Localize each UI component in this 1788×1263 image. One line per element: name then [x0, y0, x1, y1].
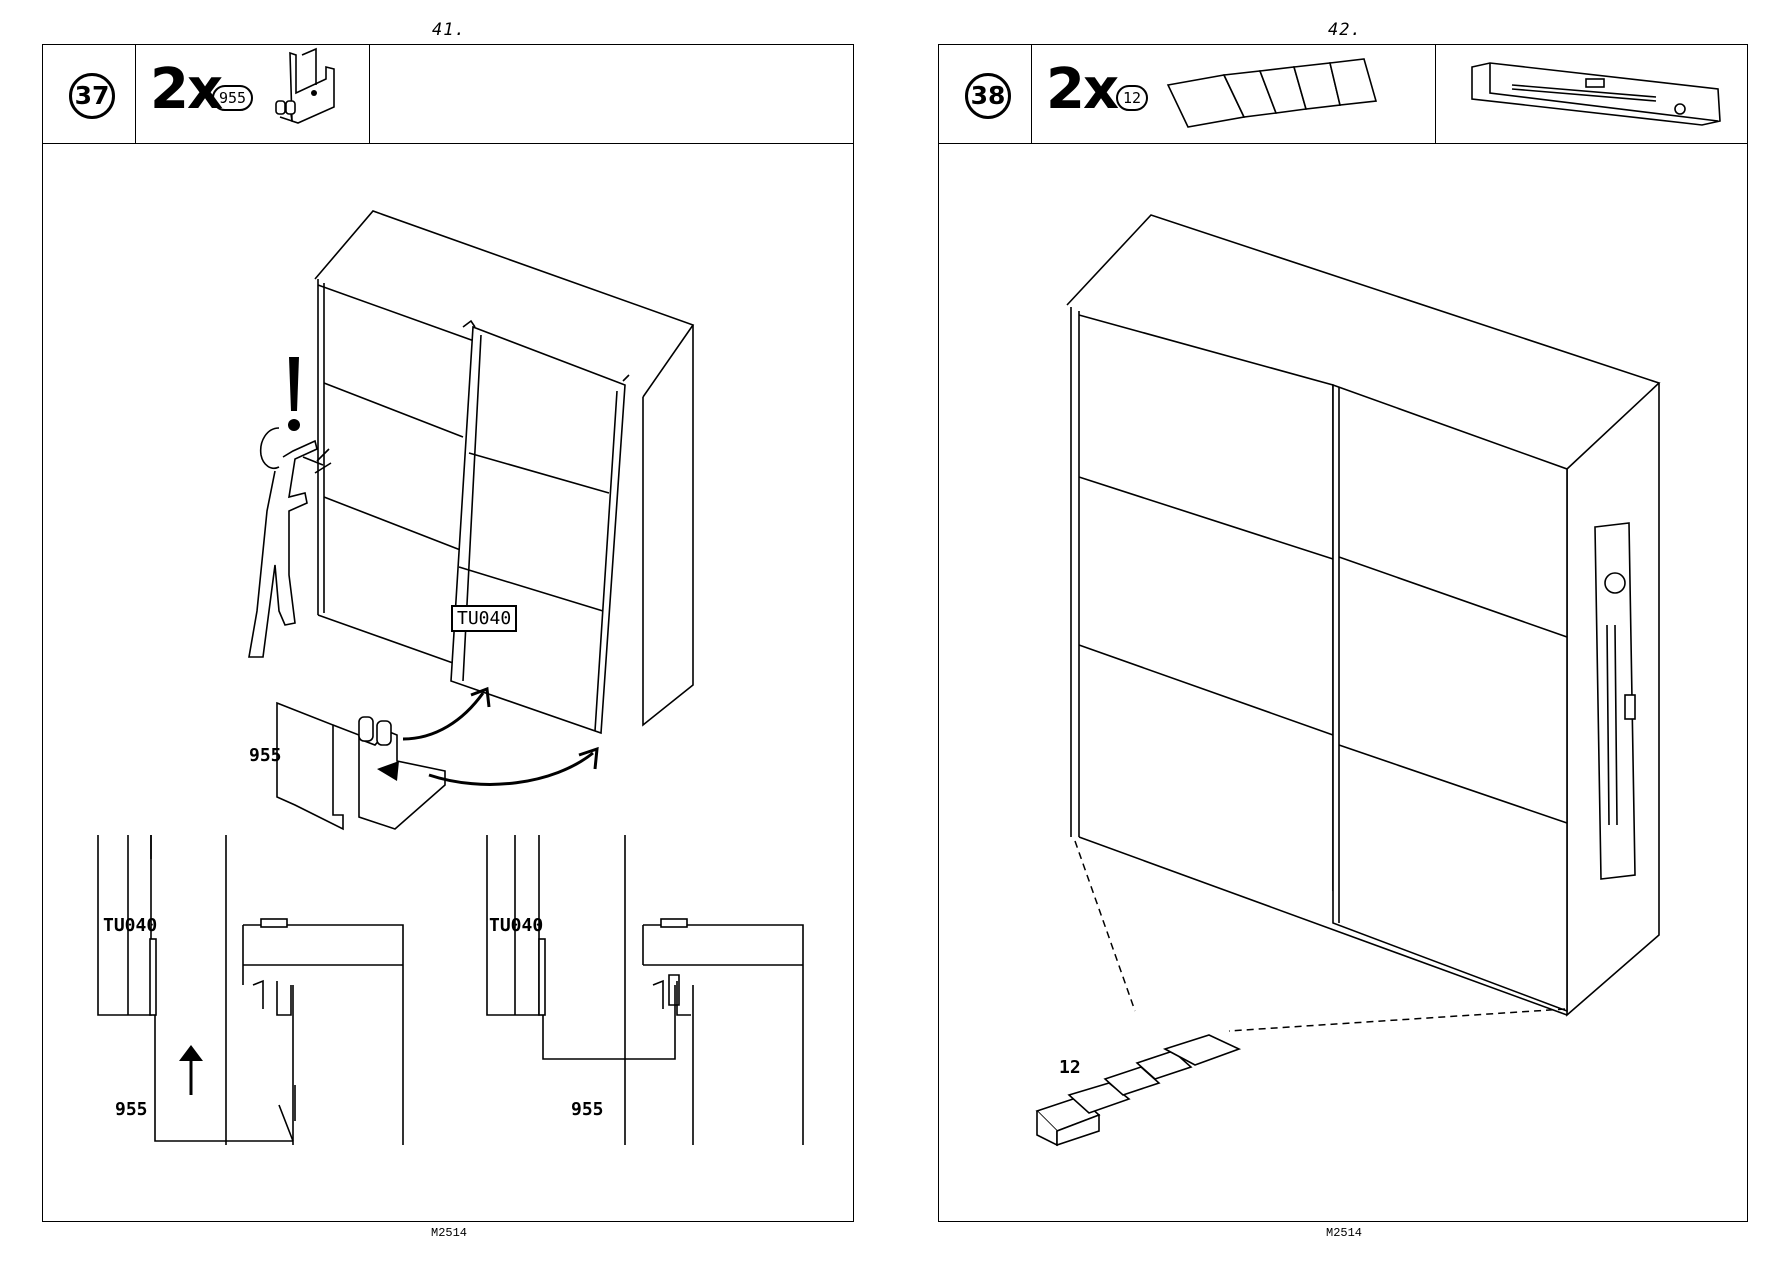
assembly-illustration-step-38	[1035, 214, 1661, 1147]
step-number-cell: 38	[939, 45, 1032, 143]
part-label-955: 955	[249, 745, 282, 766]
instruction-page-right: 38 2x 12	[938, 44, 1748, 1222]
part-number-badge: 955	[212, 85, 254, 111]
part-quantity: 2x	[150, 57, 223, 122]
step-number: 37	[69, 73, 115, 119]
assembly-illustration-step-37	[97, 210, 804, 1145]
part-quantity: 2x	[1046, 57, 1119, 122]
spirit-level-icon	[1471, 62, 1721, 126]
part-number-badge: 12	[1116, 85, 1149, 111]
page-number-left: 41.	[432, 20, 466, 40]
instruction-page-left: 37 2x 955	[42, 44, 854, 1222]
step-header: 38 2x 12	[939, 45, 1747, 144]
part-label-12: 12	[1059, 1057, 1081, 1078]
bracket-part-icon	[275, 47, 335, 124]
detail-left-tag: TU040	[103, 915, 158, 936]
tools-cell	[1436, 45, 1749, 143]
detail-left-part: 955	[115, 1099, 148, 1120]
footer-code-right: M2514	[1326, 1226, 1363, 1240]
detail-right-part: 955	[571, 1099, 604, 1120]
door-panel-tag: TU040	[451, 605, 518, 632]
parts-cell: 2x 12	[1032, 45, 1436, 143]
shim-wedges-icon	[1166, 58, 1378, 128]
detail-right-tag: TU040	[489, 915, 544, 936]
page-number-right: 42.	[1328, 20, 1362, 40]
step-number-cell: 37	[43, 45, 136, 143]
parts-cell: 2x 955	[136, 45, 370, 143]
footer-code-left: M2514	[431, 1226, 468, 1240]
step-number: 38	[965, 73, 1011, 119]
step-header: 37 2x 955	[43, 45, 853, 144]
